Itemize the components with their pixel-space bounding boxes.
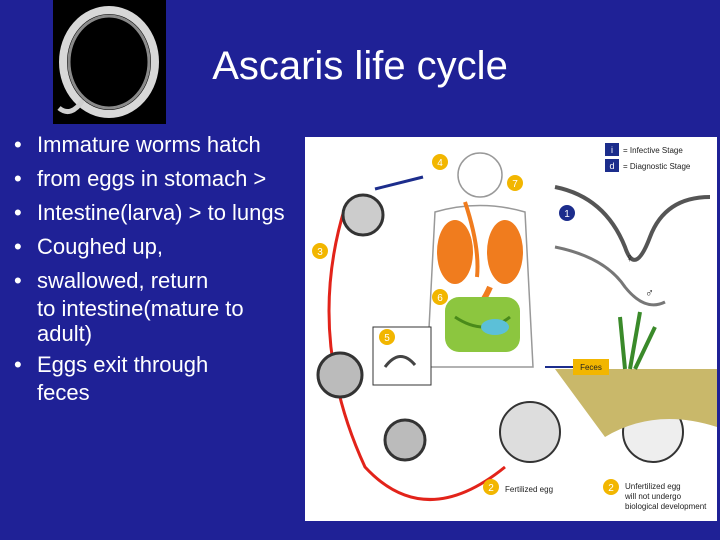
- lungs-icon: [437, 220, 473, 284]
- step-label: 3: [317, 247, 323, 258]
- step-label: 1: [564, 209, 570, 220]
- legend-symbol: d: [609, 161, 614, 171]
- egg-icon: [383, 418, 427, 462]
- legend-infective-label: = Infective Stage: [623, 146, 683, 155]
- female-worm-icon: [554, 185, 711, 262]
- step-number: 2: [483, 479, 499, 495]
- step-label: 4: [437, 158, 443, 169]
- bullet-item: Intestine(larva) > to lungs: [14, 196, 314, 230]
- male-symbol: ♂: [645, 286, 654, 300]
- soil-icon: [555, 369, 717, 437]
- step-number: 6: [432, 289, 448, 305]
- bullet-text: Eggs exit through: [37, 352, 209, 377]
- cycle-arrow-blue: [374, 175, 424, 191]
- larva-icon: [383, 355, 417, 368]
- worm-photo: [53, 0, 166, 124]
- bullet-list: Immature worms hatch from eggs in stomac…: [14, 128, 314, 407]
- unfertilized-egg-label: will not undergo: [624, 492, 682, 501]
- unfertilized-egg-label: biological development: [625, 502, 707, 511]
- legend-symbol: i: [611, 145, 613, 155]
- human-body-icon: [426, 152, 534, 368]
- step-number: 3: [312, 243, 328, 259]
- step-label: 2: [488, 483, 494, 494]
- infective-egg-icon: [341, 193, 385, 237]
- bullet-item: swallowed, return to intestine(mature to…: [14, 264, 314, 348]
- step-number: 2: [603, 479, 619, 495]
- fertilized-egg-label: Fertilized egg: [505, 485, 553, 494]
- bullet-item: from eggs in stomach >: [14, 162, 314, 196]
- bullet-continuation: feces: [37, 380, 90, 405]
- step-label: 2: [608, 483, 614, 494]
- life-cycle-svg: i = Infective Stage d = Diagnostic Stage: [312, 143, 717, 511]
- step-number: 7: [507, 175, 523, 191]
- plant-icon: [618, 311, 657, 370]
- bullet-continuation: adult): [37, 321, 93, 346]
- feces-box: [573, 359, 609, 375]
- bullet-item: Eggs exit through feces: [14, 348, 314, 407]
- feces-label: Feces: [580, 363, 602, 372]
- bullet-continuation: to intestine(mature to: [37, 296, 244, 321]
- step-label: 5: [384, 333, 390, 344]
- legend: i = Infective Stage d = Diagnostic Stage: [605, 143, 691, 172]
- life-cycle-diagram: i = Infective Stage d = Diagnostic Stage: [305, 137, 717, 521]
- fertilized-egg-icon: [499, 401, 561, 463]
- step-label: 6: [437, 293, 443, 304]
- infective-legend-icon: [605, 143, 619, 156]
- female-symbol: ♀: [625, 251, 634, 265]
- step-label: 7: [512, 179, 518, 190]
- slide-title: Ascaris life cycle: [212, 44, 508, 88]
- step-number: 4: [432, 154, 448, 170]
- diagnostic-legend-icon: [605, 159, 619, 172]
- bullet-item: Coughed up,: [14, 230, 314, 264]
- unfertilized-egg-label: Unfertilized egg: [625, 482, 681, 491]
- male-worm-icon: [554, 245, 666, 307]
- legend-diagnostic-label: = Diagnostic Stage: [623, 162, 691, 171]
- cycle-arrow-red: [327, 206, 506, 501]
- bullet-item: Immature worms hatch: [14, 128, 314, 162]
- step-number: 5: [379, 329, 395, 345]
- bullet-text: swallowed, return: [37, 268, 209, 293]
- egg-icon: [316, 351, 364, 399]
- step-number: 1: [559, 205, 575, 221]
